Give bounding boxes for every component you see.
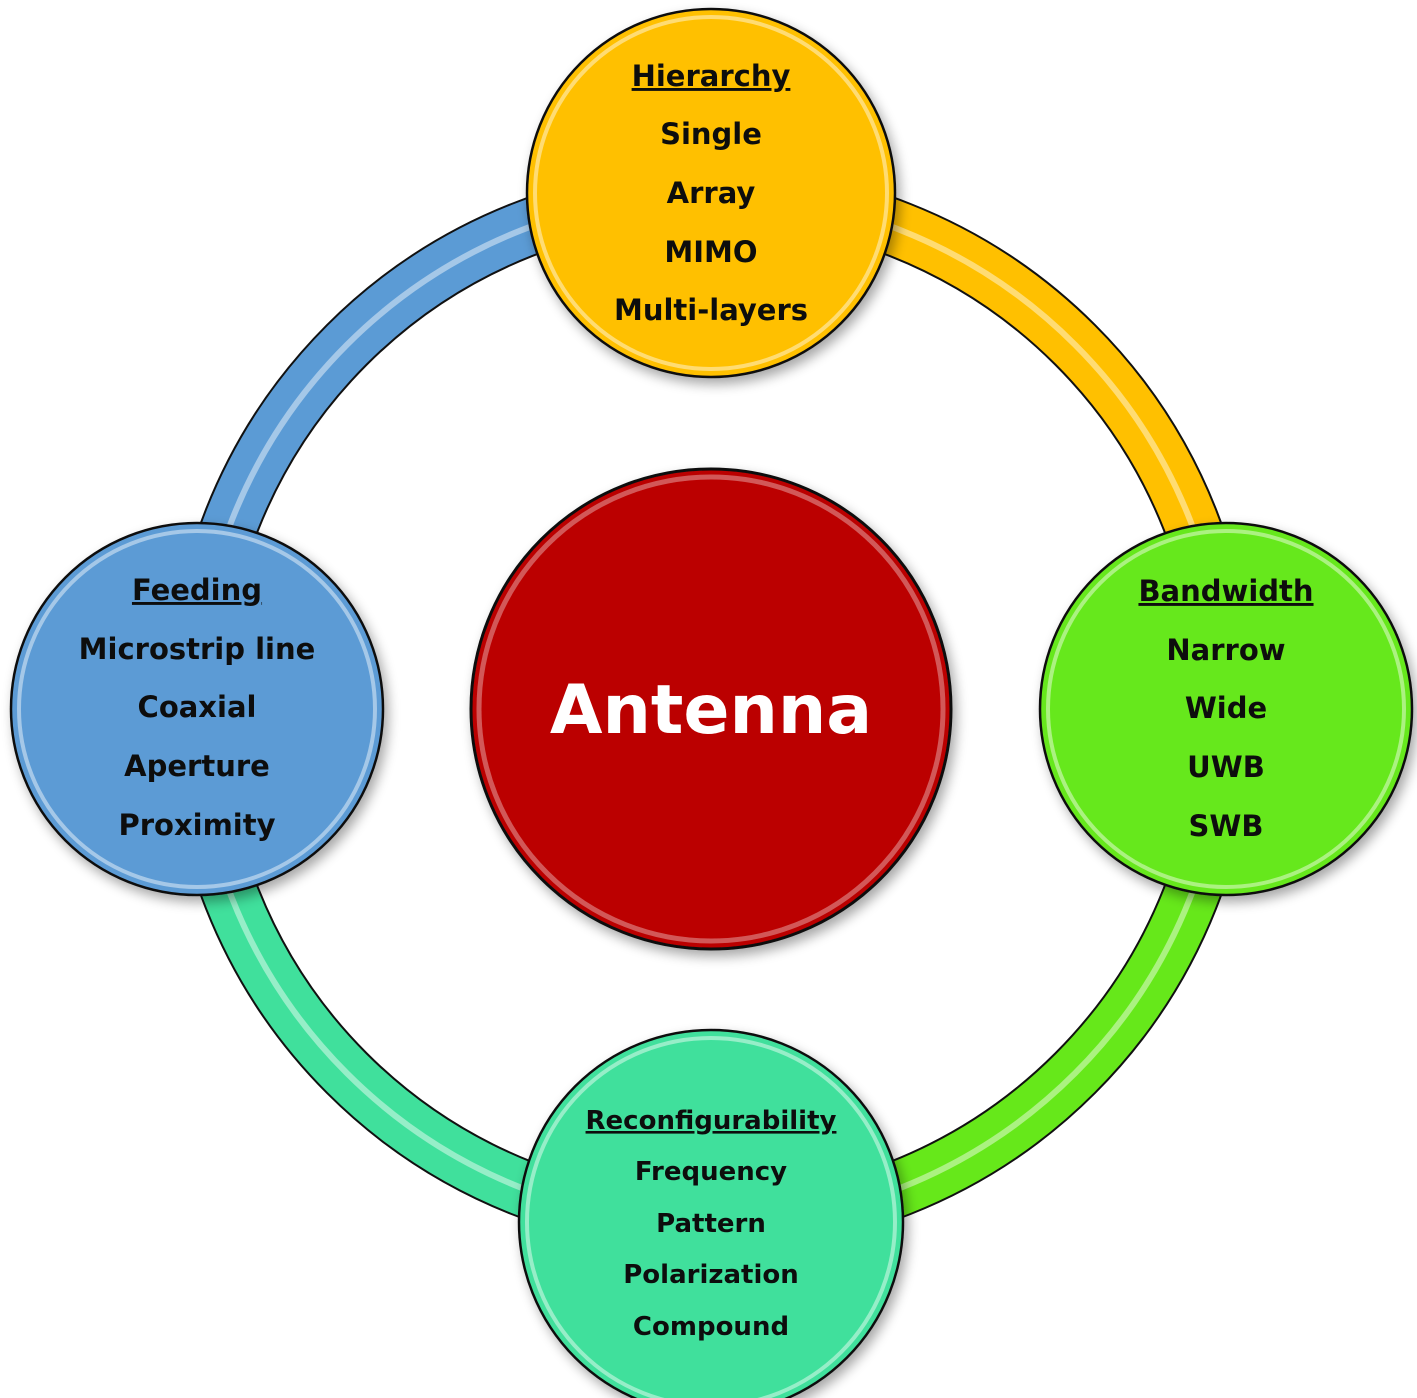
reconfigurability-title: Reconfigurability (586, 1106, 837, 1136)
center-label: Antenna (550, 671, 872, 750)
bandwidth-item: UWB (1187, 750, 1265, 784)
feeding-title: Feeding (132, 573, 262, 607)
reconfigurability-item: Polarization (623, 1260, 799, 1290)
feeding-item: Proximity (118, 808, 275, 842)
reconfigurability-item: Pattern (656, 1209, 766, 1239)
bandwidth-highlight (1046, 529, 1406, 889)
node-hierarchy: Hierarchy Single Array MIMO Multi-layers (525, 7, 897, 379)
reconfigurability-item: Frequency (635, 1157, 787, 1187)
hierarchy-title: Hierarchy (632, 59, 791, 93)
hierarchy-item: MIMO (664, 235, 757, 269)
hierarchy-item: Array (667, 176, 756, 210)
node-feeding: Feeding Microstrip line Coaxial Aperture… (9, 521, 385, 897)
reconfigurability-item: Compound (633, 1312, 789, 1342)
bandwidth-item: Narrow (1166, 633, 1285, 667)
center-node: Antenna (469, 467, 953, 951)
node-bandwidth: Bandwidth Narrow Wide UWB SWB (1038, 521, 1414, 897)
bandwidth-title: Bandwidth (1138, 574, 1313, 608)
bandwidth-item: SWB (1189, 809, 1264, 843)
reconfigurability-circle (517, 1028, 905, 1398)
hierarchy-item: Multi-layers (614, 293, 808, 327)
bandwidth-item: Wide (1185, 691, 1267, 725)
center-highlight (476, 474, 946, 944)
feeding-item: Coaxial (138, 690, 257, 724)
bandwidth-circle (1038, 521, 1414, 897)
feeding-highlight (17, 529, 377, 889)
center-circle (469, 467, 953, 951)
node-reconfigurability: Reconfigurability Frequency Pattern Pola… (517, 1028, 905, 1398)
hierarchy-circle (525, 7, 897, 379)
feeding-item: Microstrip line (79, 632, 316, 666)
feeding-circle (9, 521, 385, 897)
feeding-item: Aperture (124, 749, 270, 783)
reconfigurability-highlight (525, 1036, 897, 1398)
hierarchy-item: Single (660, 117, 762, 151)
hierarchy-highlight (533, 15, 889, 371)
